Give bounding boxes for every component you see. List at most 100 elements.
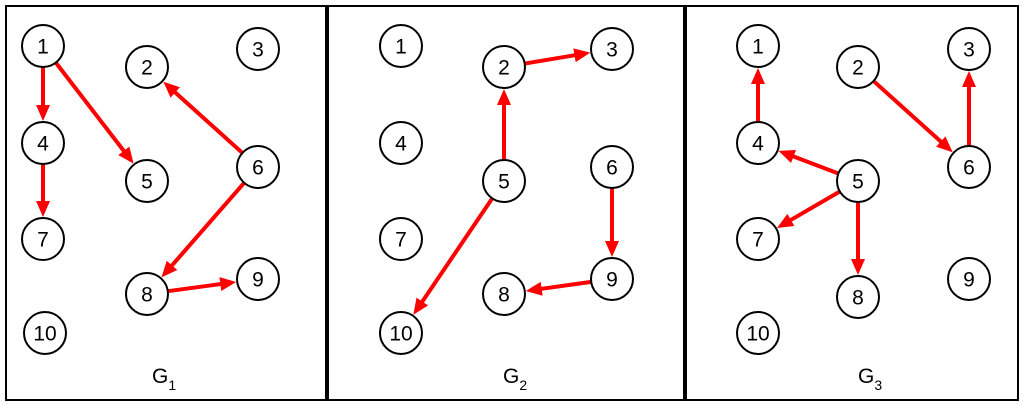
node-circle — [379, 24, 423, 68]
node-circle — [125, 159, 169, 203]
graph-2-node-4: 4 — [379, 121, 423, 165]
node-label: 10 — [33, 323, 56, 346]
node-label: 3 — [963, 39, 975, 62]
graph-3-node-4: 4 — [736, 121, 780, 165]
node-circle — [736, 121, 780, 165]
node-label: 4 — [752, 133, 764, 156]
graph-1-node-3: 3 — [236, 27, 280, 71]
arrowhead-icon — [778, 149, 797, 164]
node-circle — [21, 217, 65, 261]
node-circle — [590, 257, 634, 301]
node-circle — [836, 275, 880, 319]
graph-3-node-8: 8 — [836, 275, 880, 319]
node-label: 3 — [252, 39, 264, 62]
node-label: 3 — [606, 39, 618, 62]
node-circle — [736, 311, 780, 355]
graph-3-node-3: 3 — [947, 27, 991, 71]
edges-layer — [36, 48, 976, 315]
node-label: 9 — [606, 269, 618, 292]
node-circle — [236, 27, 280, 71]
node-circle — [482, 159, 526, 203]
arrowhead-icon — [962, 71, 976, 87]
node-label: 9 — [963, 269, 975, 292]
node-label: 6 — [252, 157, 264, 180]
node-label: 8 — [852, 287, 864, 310]
node-label: 8 — [141, 284, 153, 307]
edge-8-to-9 — [167, 277, 237, 294]
graph-2-node-5: 5 — [482, 159, 526, 203]
graph-2-node-1: 1 — [379, 24, 423, 68]
node-label: 1 — [395, 36, 407, 59]
node-label: 7 — [752, 229, 764, 252]
edge-line — [790, 153, 840, 176]
graph-3-node-7: 7 — [736, 217, 780, 261]
arrowhead-icon — [851, 259, 865, 275]
node-circle — [379, 217, 423, 261]
node-label: 6 — [963, 157, 975, 180]
arrowhead-icon — [161, 260, 178, 278]
graph-1-node-8: 8 — [125, 272, 169, 316]
graph-1-node-6: 6 — [236, 145, 280, 189]
node-label: 10 — [389, 323, 412, 346]
edge-line — [419, 197, 494, 305]
graph-2-node-10: 10 — [379, 311, 423, 355]
node-circle — [236, 145, 280, 189]
node-label: 5 — [852, 171, 864, 194]
node-circle — [482, 272, 526, 316]
graph-1-node-9: 9 — [236, 257, 280, 301]
graph-2-node-6: 6 — [590, 145, 634, 189]
graph-caption-subscript: 1 — [168, 377, 176, 393]
graph-caption-1: G1 — [152, 365, 176, 393]
node-label: 2 — [498, 57, 510, 80]
arrowhead-icon — [497, 89, 511, 105]
node-label: 2 — [141, 57, 153, 80]
node-circle — [736, 24, 780, 68]
graph-caption-subscript: 3 — [874, 377, 882, 393]
edge-4-to-7 — [36, 164, 50, 217]
node-circle — [947, 145, 991, 189]
node-label: 1 — [37, 36, 49, 59]
graph-2-node-9: 9 — [590, 257, 634, 301]
edge-1-to-5 — [54, 61, 134, 164]
node-circle — [379, 311, 423, 355]
edge-5-to-8 — [851, 202, 865, 275]
edge-line — [172, 89, 244, 155]
arrowhead-icon — [36, 105, 50, 121]
edge-4-to-1 — [751, 68, 765, 122]
node-circle — [125, 272, 169, 316]
node-circle — [947, 27, 991, 71]
graph-3-node-9: 9 — [947, 257, 991, 301]
arrowhead-icon — [777, 213, 795, 228]
arrowhead-icon — [219, 277, 237, 292]
node-label: 1 — [752, 36, 764, 59]
node-label: 4 — [395, 133, 407, 156]
graph-1-node-10: 10 — [23, 311, 67, 355]
node-circle — [21, 121, 65, 165]
graph-1-node-4: 4 — [21, 121, 65, 165]
graph-1-node-1: 1 — [21, 24, 65, 68]
arrowhead-icon — [525, 281, 543, 296]
edge-6-to-2 — [163, 81, 244, 155]
node-label: 10 — [746, 323, 769, 346]
graph-caption-main: G — [503, 365, 519, 388]
graph-1-node-7: 7 — [21, 217, 65, 261]
edge-line — [167, 281, 223, 294]
node-circle — [21, 24, 65, 68]
node-label: 5 — [498, 171, 510, 194]
node-label: 7 — [395, 229, 407, 252]
graph-3-node-1: 1 — [736, 24, 780, 68]
edge-6-to-3 — [962, 71, 976, 146]
node-circle — [379, 121, 423, 165]
arrowhead-icon — [573, 48, 591, 63]
node-circle — [236, 257, 280, 301]
edge-1-to-4 — [36, 67, 50, 121]
graph-3-node-10: 10 — [736, 311, 780, 355]
node-circle — [836, 45, 880, 89]
node-label: 6 — [606, 157, 618, 180]
edge-6-to-8 — [161, 181, 246, 278]
graph-2-node-2: 2 — [482, 45, 526, 89]
node-circle — [23, 311, 67, 355]
graph-3-node-6: 6 — [947, 145, 991, 189]
